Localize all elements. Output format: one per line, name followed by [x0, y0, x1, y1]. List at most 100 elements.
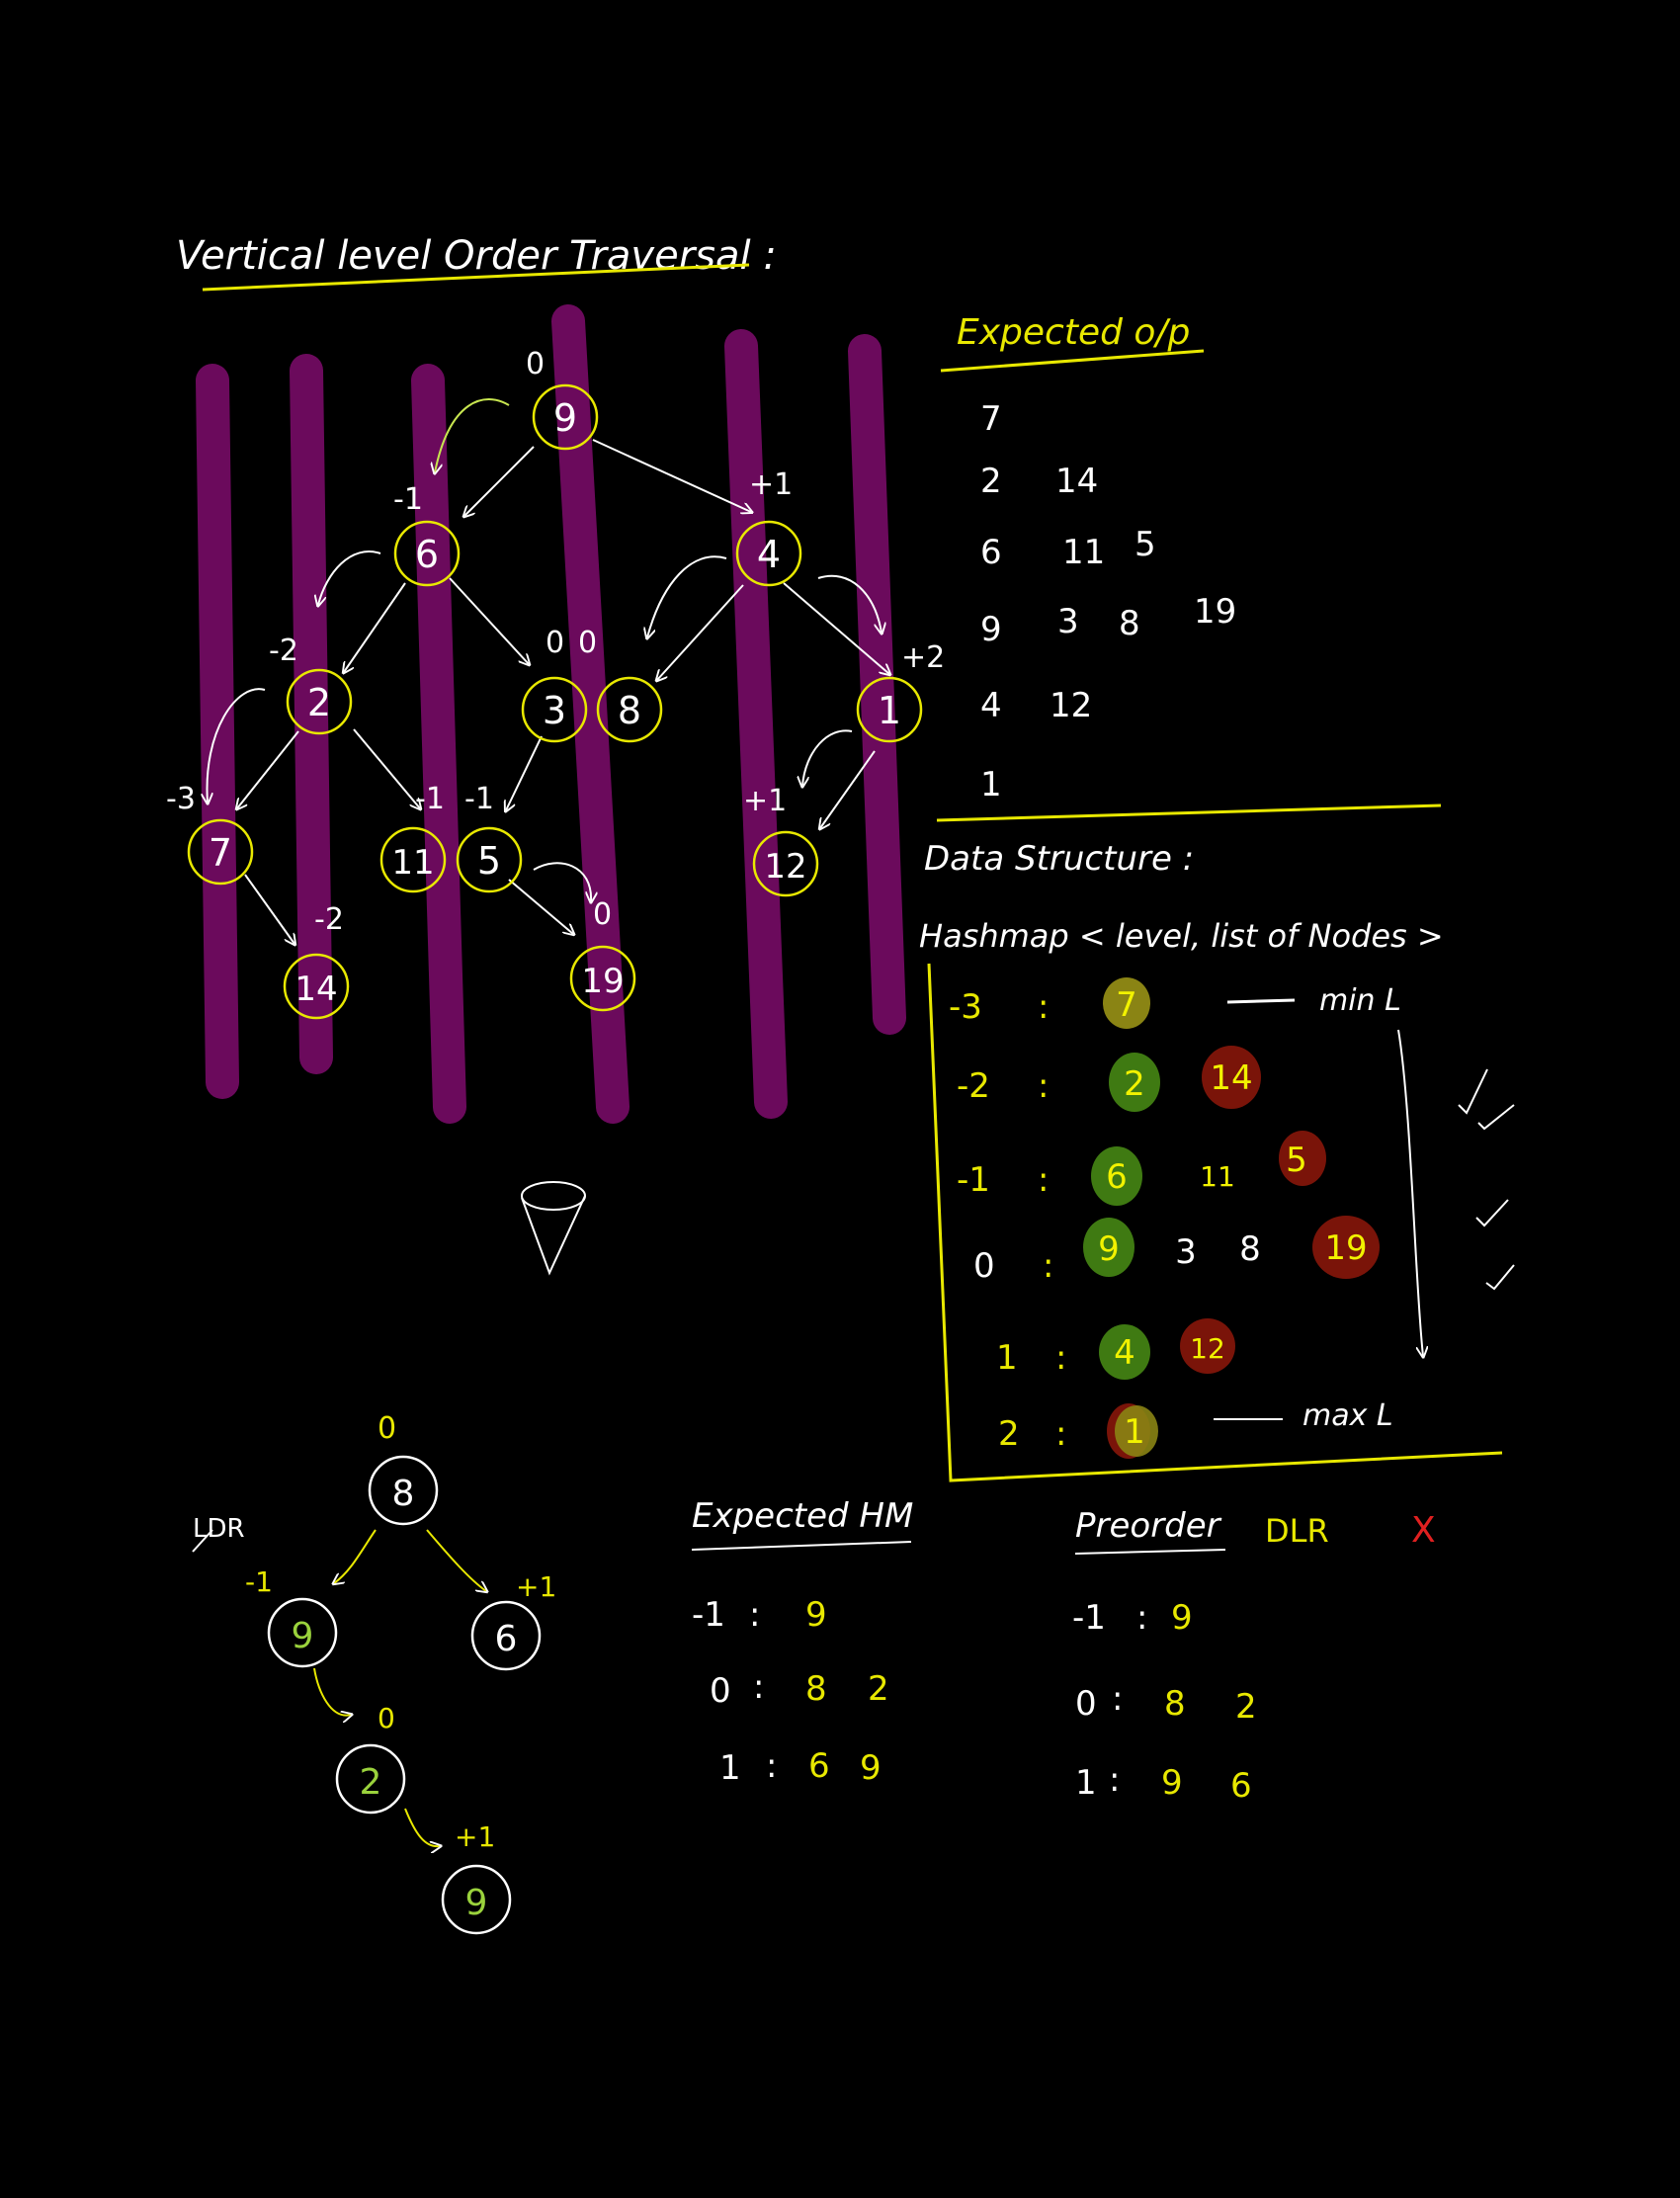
hm-value: 9	[1098, 1229, 1120, 1269]
edge	[334, 1529, 377, 1583]
hint-arrow	[817, 574, 882, 633]
blob-green	[1091, 1146, 1142, 1206]
preorder-rejected-mark: X	[1411, 1510, 1436, 1551]
tree-node: 2	[286, 668, 353, 735]
hm-colon: :	[1038, 1066, 1049, 1106]
main-tree-level-labels: 0 -1 +1 -2 0 0 +2 -3 -1 -1 +1 -2 0	[166, 347, 945, 937]
hm-value: 19	[1324, 1228, 1367, 1268]
level-label: +1	[516, 1570, 556, 1603]
hm-value: 8	[805, 1669, 827, 1709]
hm-value: 11	[1200, 1160, 1235, 1193]
hm-level: 0	[973, 1246, 995, 1286]
section-divider	[936, 803, 1442, 822]
small-tree-nodes: 8 9 6 2 9	[267, 1455, 542, 1935]
hm-level: 1	[996, 1338, 1018, 1378]
hint-arrow	[802, 729, 853, 786]
hm-colon: :	[1112, 1679, 1123, 1719]
node-label: 6	[415, 533, 439, 576]
node-label: 2	[360, 1762, 382, 1803]
hm-colon: :	[1038, 1160, 1049, 1200]
edge	[344, 582, 406, 672]
blob-red	[1180, 1318, 1235, 1374]
preorder-heading: Preorder	[1075, 1506, 1222, 1546]
blob-red	[1279, 1131, 1326, 1186]
edge	[353, 728, 420, 808]
edge	[449, 577, 529, 664]
tree-node: 4	[735, 520, 802, 587]
hint-arrow	[435, 398, 510, 472]
small-tree-edges	[313, 1529, 486, 1846]
tree-node: 6	[393, 520, 461, 587]
level-label: 0	[378, 1702, 395, 1734]
hm-value: 2	[868, 1669, 889, 1709]
tree-node: 19	[569, 945, 636, 1012]
expected-hm-rows: -1 : 9 0 : 8 2 1 : 6 9	[692, 1595, 889, 1788]
hint-arrow	[318, 550, 381, 605]
level-label: -3	[166, 782, 196, 816]
level-label: +2	[901, 640, 945, 675]
hm-colon: :	[1055, 1338, 1066, 1378]
blob-green	[1099, 1324, 1150, 1380]
expected-output-underline	[940, 349, 1205, 373]
funnel-icon	[521, 1181, 586, 1276]
hm-value: 9	[805, 1595, 827, 1635]
output-value: 12	[1050, 686, 1092, 725]
output-value: 11	[1062, 533, 1105, 572]
check-icon	[1458, 1068, 1488, 1115]
note-strike	[192, 1529, 213, 1553]
hm-value: 7	[1116, 985, 1137, 1025]
level-label: +1	[455, 1820, 495, 1853]
hm-colon: :	[1038, 987, 1049, 1027]
hm-colon: :	[1109, 1760, 1120, 1800]
expected-output-heading: Expected o/p	[957, 312, 1190, 353]
check-icon	[1477, 1104, 1515, 1131]
hm-value: 1	[1124, 1412, 1145, 1452]
node-label: 7	[209, 831, 232, 875]
tree-node: 3	[521, 676, 588, 743]
level-label: -1	[245, 1565, 273, 1598]
node-label: 9	[292, 1616, 314, 1656]
node-label: 4	[757, 533, 781, 576]
node-label: 11	[391, 843, 434, 883]
main-tree-edges	[237, 439, 889, 944]
hm-value: 2	[1235, 1687, 1257, 1727]
tree-node: 9	[532, 383, 599, 451]
node-label: 1	[878, 689, 901, 732]
node-label: 14	[294, 970, 337, 1009]
tree-node: 1	[856, 676, 923, 743]
edge	[820, 750, 876, 828]
edge	[592, 439, 751, 512]
band-level-0	[551, 304, 630, 1124]
small-tree-level-labels: -1 +1 0 +1	[245, 1565, 556, 1853]
level-label: 0	[578, 626, 597, 660]
edge	[244, 874, 294, 944]
level-label: +1	[749, 467, 793, 502]
edge	[237, 730, 299, 808]
hm-value: 6	[808, 1746, 830, 1786]
check-icon	[1485, 1264, 1515, 1291]
tree-node: 2	[335, 1743, 406, 1815]
check-icon	[1475, 1199, 1509, 1227]
node-label: 19	[581, 962, 624, 1001]
hashmap-fill-marks	[1083, 977, 1380, 1459]
level-label: +1	[743, 784, 787, 818]
output-value: 8	[1119, 604, 1140, 643]
hashmap-rows: -3 : 7 -2 : 2 14 -1 : 6 11 5 0 : 9 3 8 1…	[949, 985, 1368, 1454]
output-value: 4	[980, 686, 1002, 725]
level-label: -1	[393, 482, 423, 517]
hm-level: -1	[957, 1160, 990, 1200]
vertical-level-bands	[196, 304, 906, 1124]
min-label: min L	[1319, 983, 1401, 1018]
output-value: 2	[980, 462, 1002, 501]
tree-node: 9	[267, 1597, 338, 1668]
output-value: 5	[1134, 525, 1156, 564]
hm-colon: :	[753, 1667, 764, 1707]
preorder-underline	[1074, 1549, 1226, 1555]
blob-red	[1202, 1046, 1261, 1109]
output-value: 3	[1057, 602, 1079, 641]
hm-value: 3	[1175, 1232, 1197, 1272]
hm-value: 12	[1190, 1332, 1225, 1365]
small-tree-note: LDR	[193, 1514, 245, 1544]
